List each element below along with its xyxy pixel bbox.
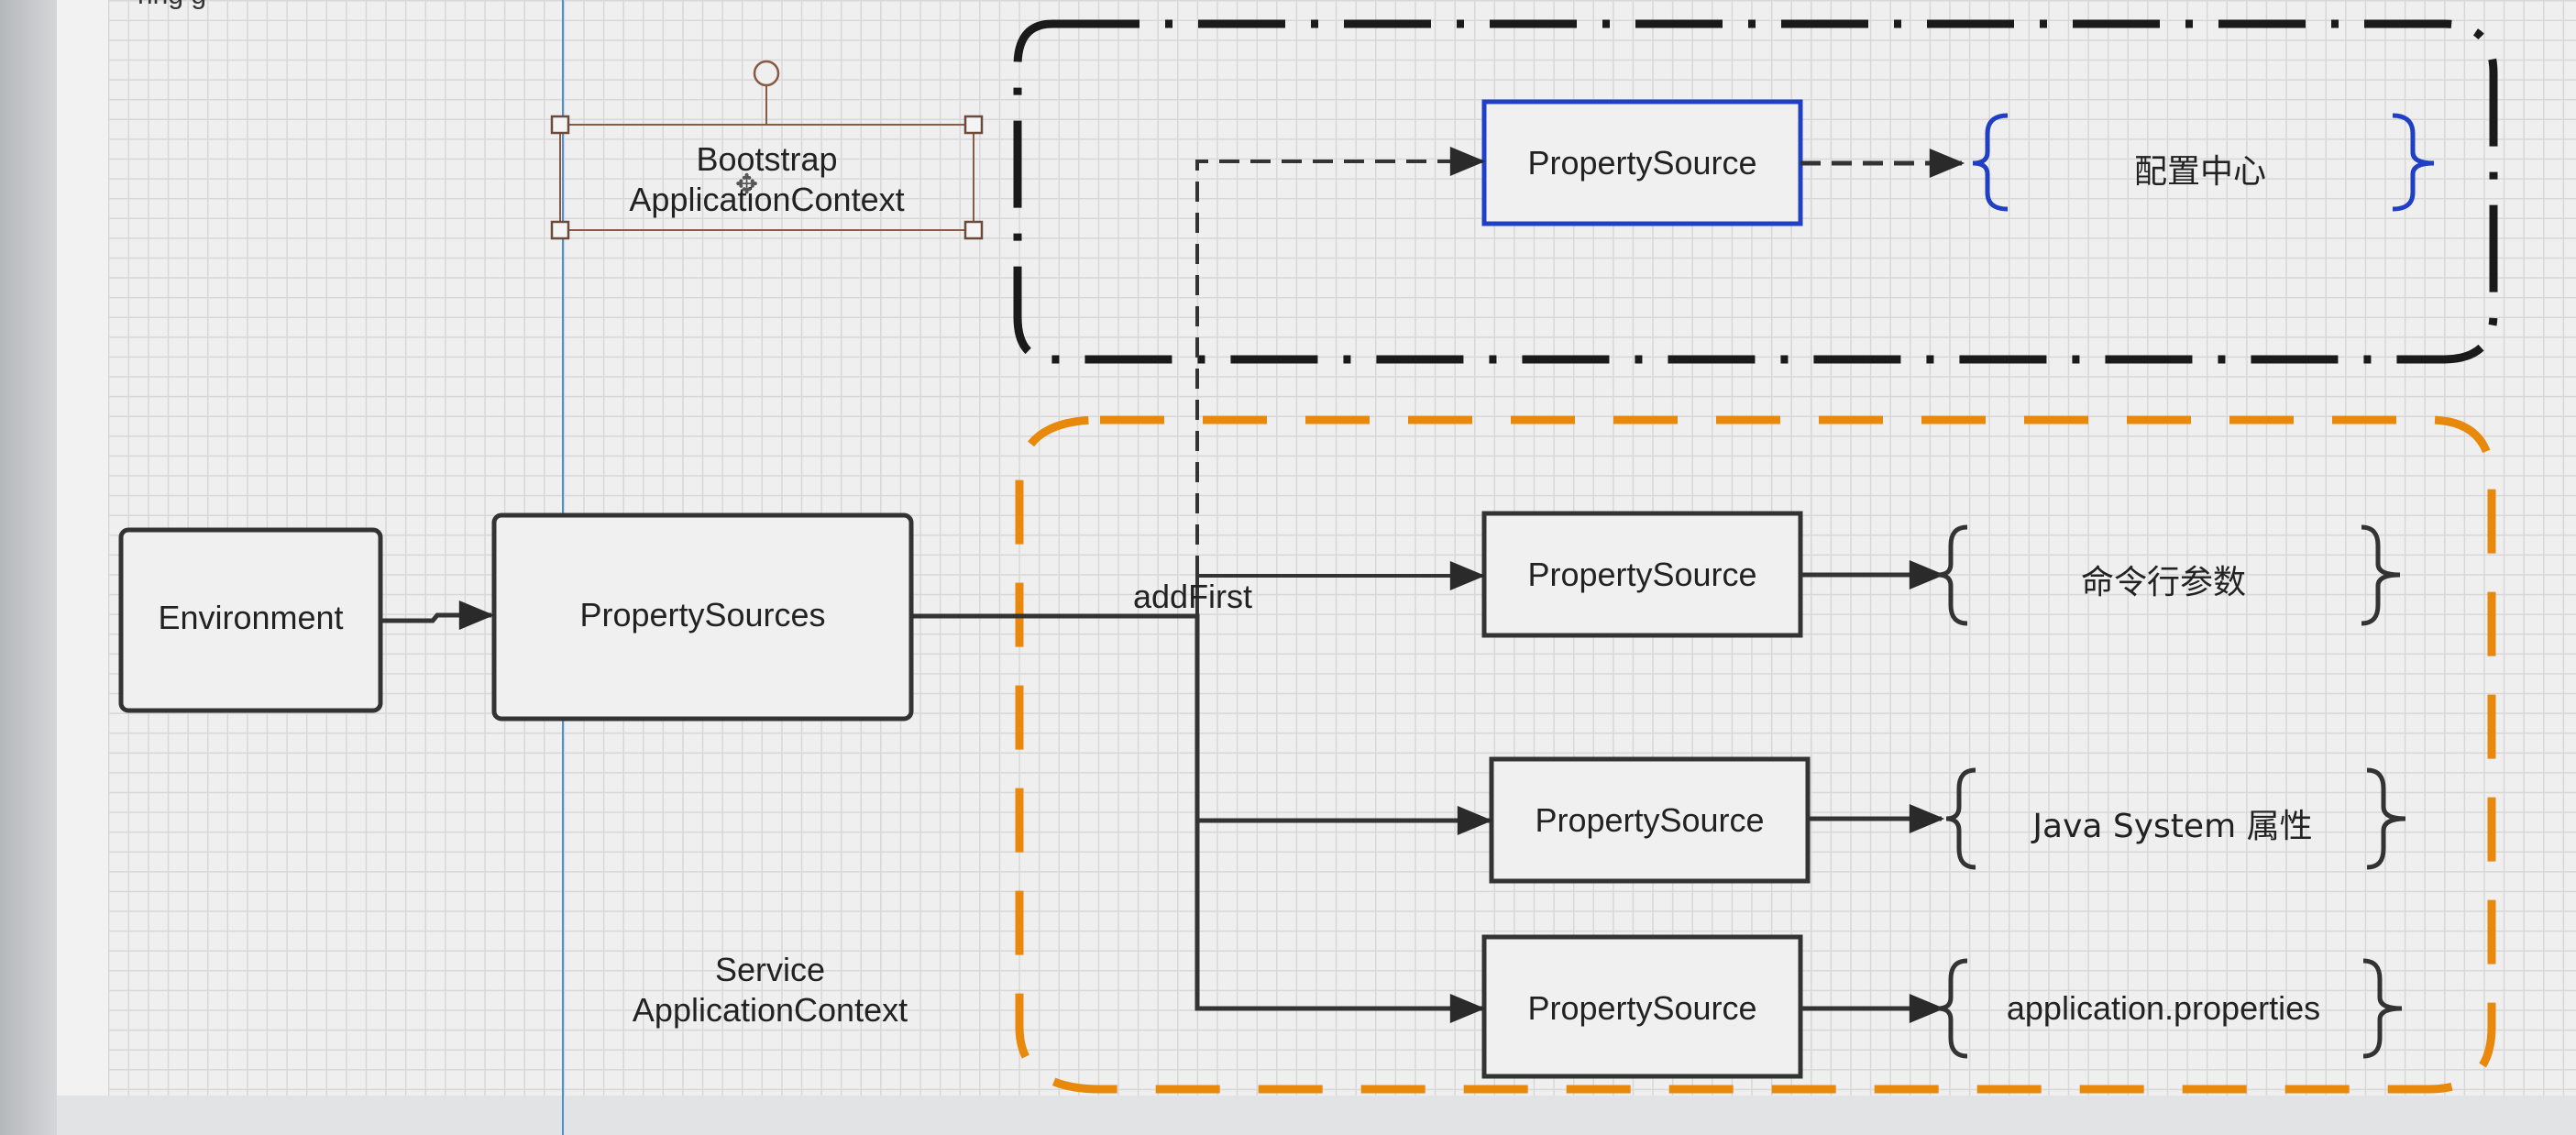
edge-to-config-source[interactable]	[1195, 147, 1486, 576]
command-line-label: 命令行参数	[2080, 564, 2246, 601]
clipped-top-text: ring g	[138, 0, 206, 11]
edge-to-app-source[interactable]	[1194, 821, 1486, 1023]
command-line-brace[interactable]	[1937, 524, 2401, 626]
app-properties-brace[interactable]	[1937, 958, 2403, 1059]
service-context-container[interactable]	[1015, 415, 2496, 1094]
resize-handle-icon[interactable]	[550, 115, 570, 135]
canvas-bottom-strip	[57, 1096, 2576, 1135]
service-label-line2: ApplicationContext	[632, 991, 908, 1029]
environment-label: Environment	[158, 599, 344, 636]
bootstrap-context-label: Bootstrap ApplicationContext	[560, 139, 974, 220]
bootstrap-label-line2: ApplicationContext	[629, 181, 905, 218]
bootstrap-label-line1: Bootstrap	[696, 140, 838, 178]
left-panel	[0, 0, 57, 1135]
property-sources-label: PropertySources	[579, 596, 826, 634]
service-context-label: Service ApplicationContext	[587, 950, 953, 1030]
app-properties-label: application.properties	[2006, 989, 2321, 1027]
config-center-label: 配置中心	[2133, 153, 2266, 191]
service-label-line1: Service	[714, 951, 826, 988]
config-center-brace[interactable]	[1972, 113, 2435, 212]
edge-sources-trunk[interactable]	[911, 613, 1200, 821]
property-source-config-node[interactable]	[1481, 99, 1803, 226]
property-source-sys-label: PropertySource	[1535, 801, 1765, 839]
property-source-cmd-node[interactable]	[1481, 511, 1803, 638]
resize-handle-icon[interactable]	[550, 220, 570, 240]
property-source-config-label: PropertySource	[1527, 144, 1757, 182]
bootstrap-label-selection[interactable]	[550, 60, 984, 240]
java-system-label: Java System 属性	[2032, 808, 2313, 845]
rotate-handle-icon[interactable]	[753, 60, 780, 87]
property-source-sys-node[interactable]	[1489, 756, 1811, 884]
addfirst-edge-label: addFirst	[1133, 578, 1253, 615]
property-source-app-label: PropertySource	[1527, 989, 1757, 1027]
property-source-cmd-label: PropertySource	[1527, 556, 1757, 593]
move-cursor-icon: ✥	[735, 170, 759, 200]
bootstrap-context-container[interactable]	[1013, 19, 2498, 364]
java-system-brace[interactable]	[1945, 767, 2406, 870]
resize-handle-icon[interactable]	[963, 220, 984, 240]
resize-handle-icon[interactable]	[963, 115, 984, 135]
edge-environment-to-sources[interactable]	[380, 601, 495, 630]
